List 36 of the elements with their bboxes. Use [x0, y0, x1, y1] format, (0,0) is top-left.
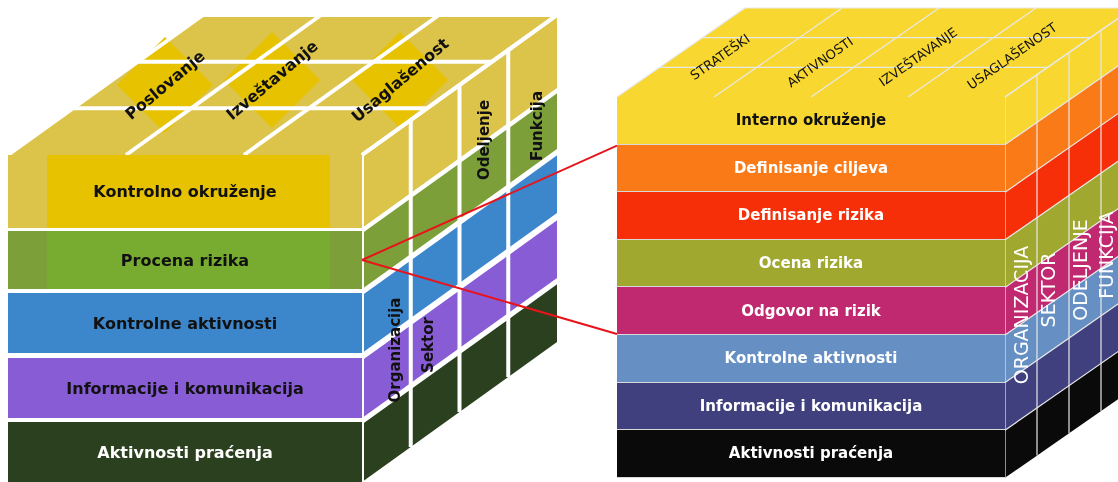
layer-band — [617, 335, 1005, 383]
layer-band — [617, 192, 1005, 240]
layer-label: Kontrolne aktivnosti — [724, 349, 898, 368]
layer-band — [8, 231, 362, 289]
layer-label: Informacije i komunikacija — [699, 396, 923, 415]
layer-label: Procena rizika — [120, 250, 250, 270]
layer-band — [8, 155, 362, 228]
side-label: Odeljenje — [475, 99, 493, 181]
side-label: Funkcija — [528, 90, 546, 162]
layer-label: Definisanje rizika — [737, 206, 885, 225]
layer-band — [617, 97, 1005, 145]
connector-line — [361, 144, 618, 261]
layer-band — [8, 358, 362, 418]
side-label: ODELJENJE — [1069, 219, 1091, 321]
side-label: Sektor — [419, 317, 437, 373]
layer-band — [8, 293, 362, 353]
layer-band — [617, 382, 1005, 431]
side-label: FUNKCIJA — [1095, 211, 1117, 299]
layer-band — [617, 430, 1005, 478]
layer-label: Aktivnosti praćenja — [97, 442, 273, 462]
layer-label: Interno okruženje — [735, 111, 887, 130]
layer-band — [617, 239, 1005, 288]
side-label: Organizacija — [386, 297, 404, 403]
layer-band — [617, 287, 1005, 335]
layer-label: Ocena rizika — [758, 254, 864, 273]
connector-line — [361, 259, 618, 335]
layer-label: Informacije i komunikacija — [66, 378, 304, 398]
layer-label: Definisanje ciljeva — [733, 158, 889, 177]
layer-band — [617, 144, 1005, 193]
layer-label: Kontrolno okruženje — [93, 182, 277, 201]
layer-band — [8, 422, 362, 482]
side-label: ORGANIZACIJA — [1010, 245, 1032, 385]
side-label: SEKTOR — [1037, 252, 1059, 328]
layer-label: Odgovor na rizik — [741, 301, 881, 320]
layer-label: Kontrolne aktivnosti — [92, 313, 278, 333]
layer-label: Aktivnosti praćenja — [728, 444, 894, 463]
